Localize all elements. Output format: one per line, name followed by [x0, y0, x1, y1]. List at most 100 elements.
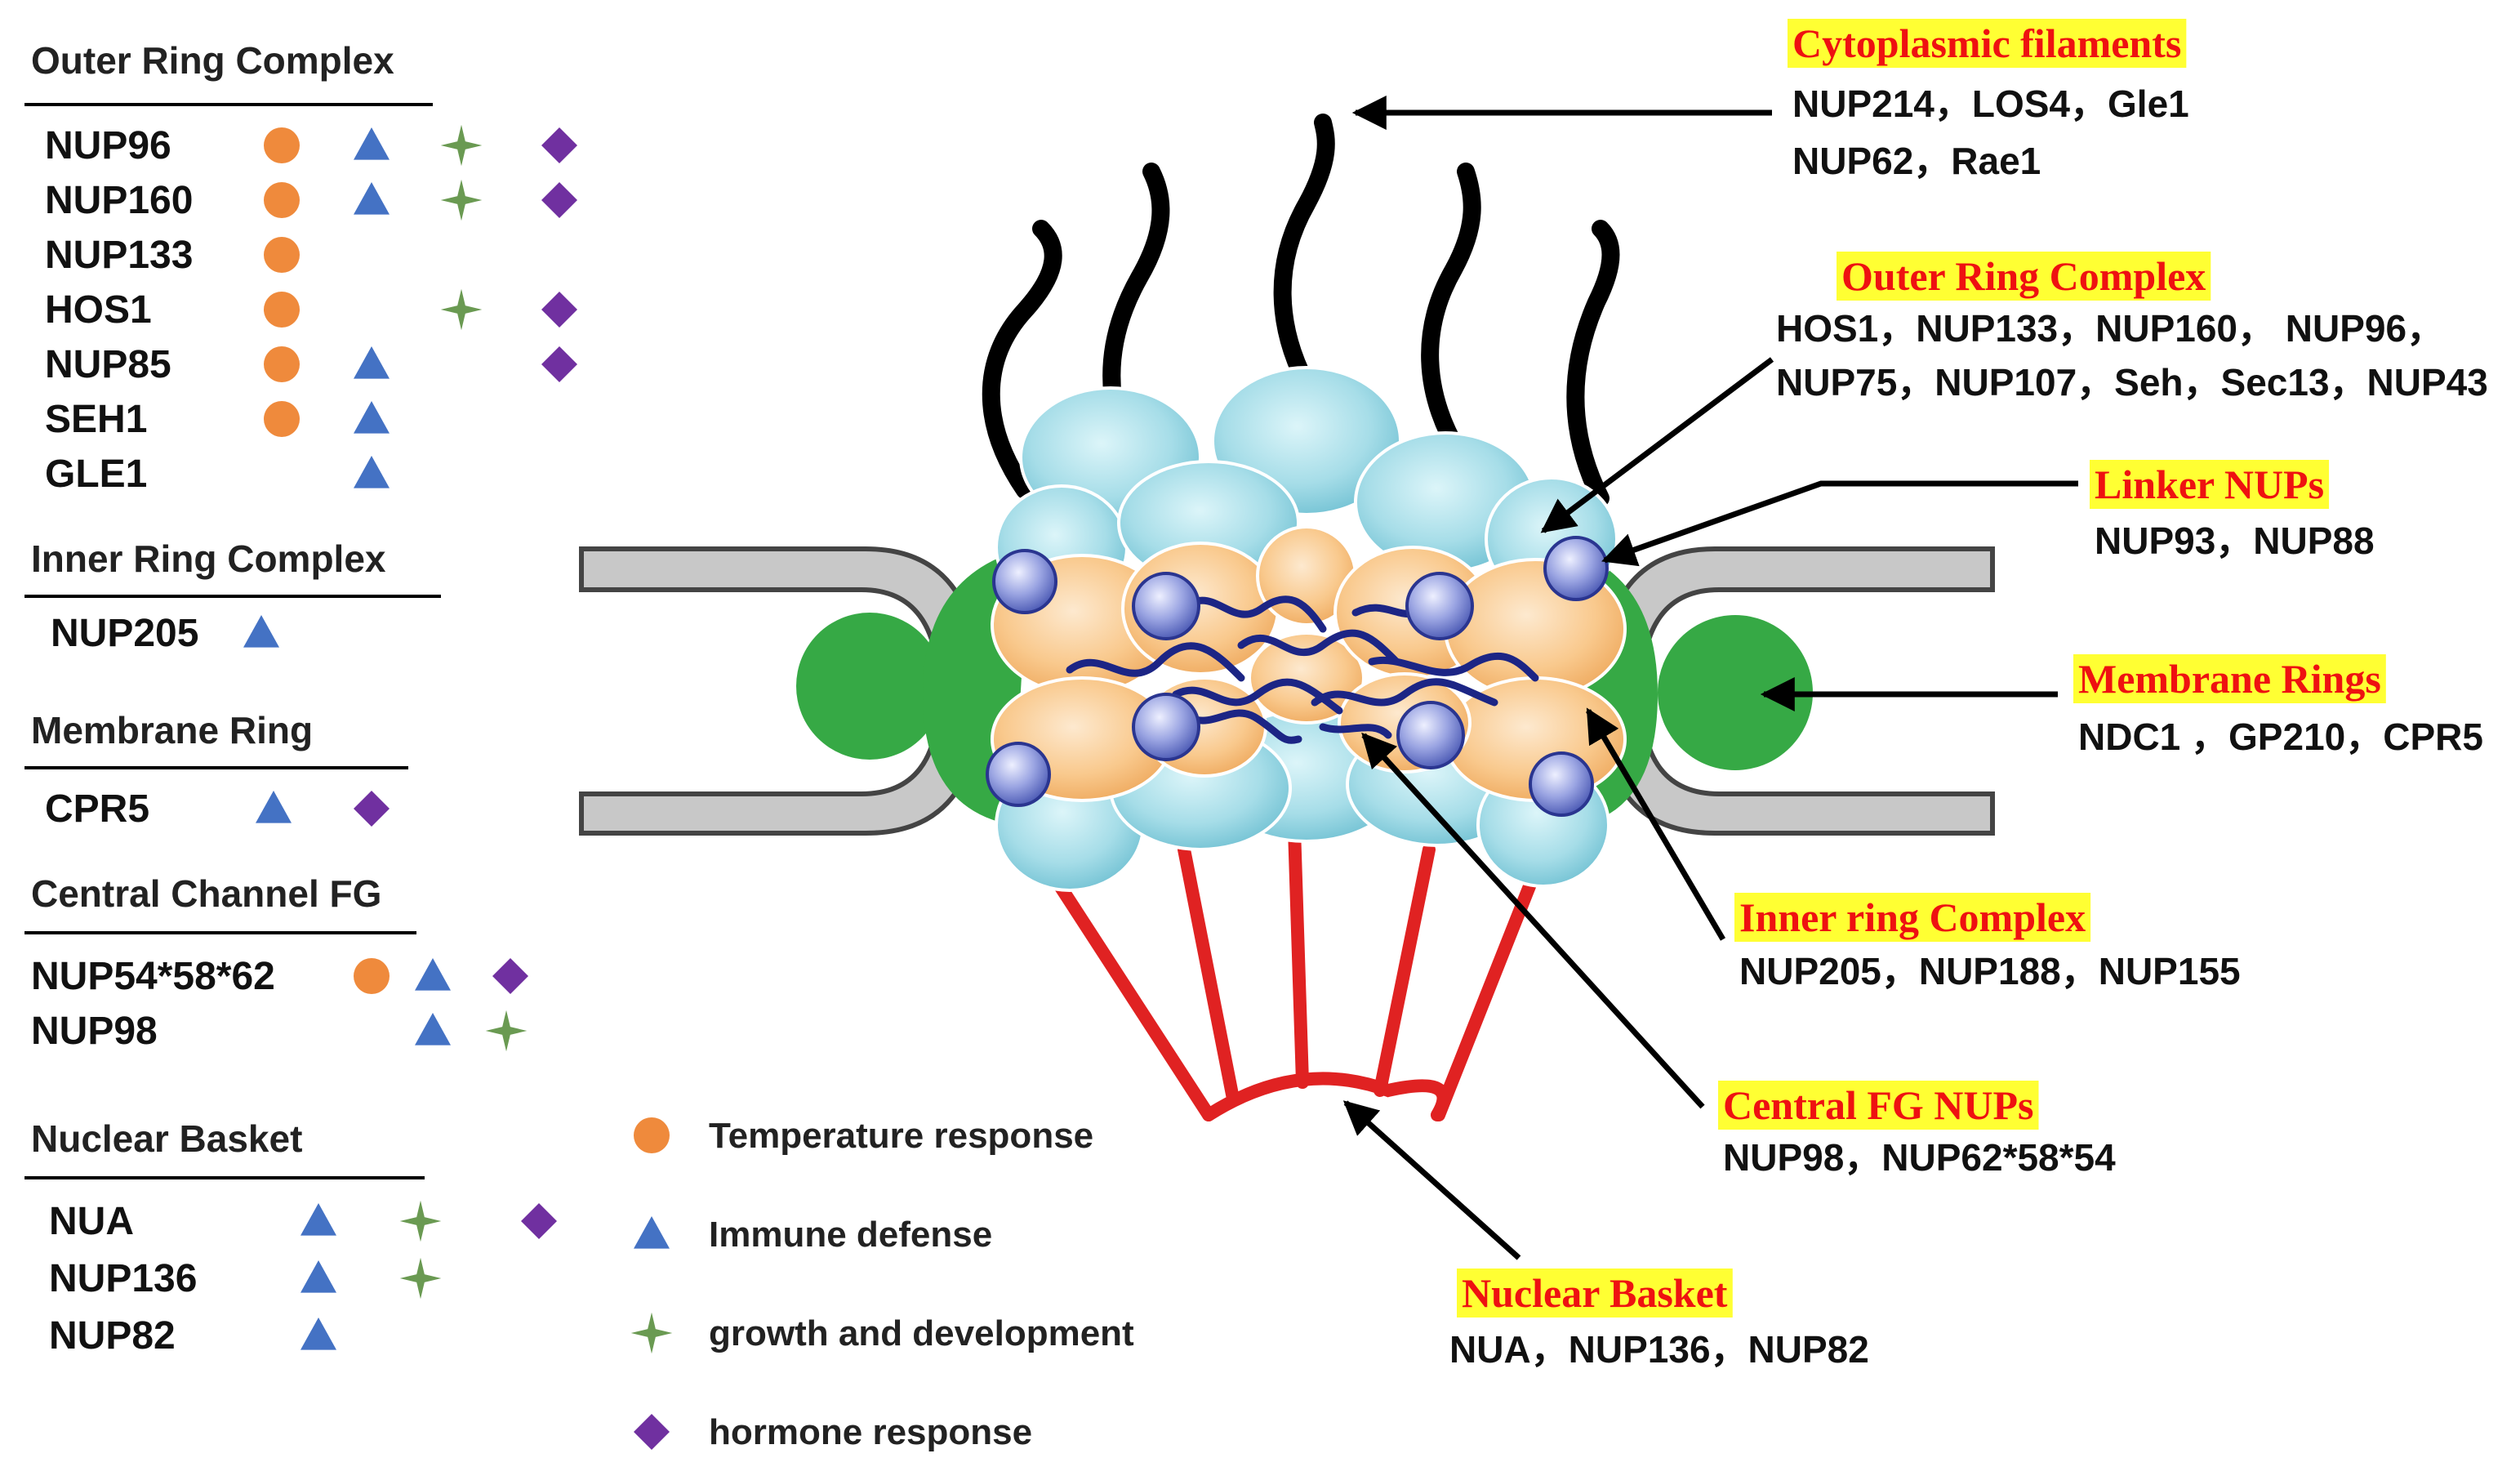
- immune-defense-icon: [301, 1203, 336, 1236]
- legend-item: hormone response: [634, 1412, 1032, 1452]
- annotation-line: NUP98，NUP62*58*54: [1723, 1136, 2116, 1179]
- fg-strand: [1311, 678, 1498, 707]
- annotation-line: HOS1，NUP133，NUP160， NUP96，: [1776, 307, 2444, 350]
- nup-name: CPR5: [45, 787, 149, 831]
- growth-development-icon: [485, 1010, 528, 1052]
- linker-nup: [986, 742, 1051, 807]
- title-highlight: [2073, 654, 2386, 703]
- nup-name: NUP133: [45, 234, 193, 277]
- immune-defense-icon: [415, 1013, 451, 1046]
- basket-ring: [1202, 1072, 1450, 1121]
- immune-defense-icon: [415, 958, 451, 991]
- inner-ring-subunit: [1248, 631, 1365, 725]
- fg-strand: [1188, 709, 1302, 744]
- immune-defense-icon: [301, 1260, 336, 1293]
- hormone-response-icon: [541, 127, 577, 163]
- nup-name: NUP160: [45, 179, 193, 222]
- growth-development-icon: [440, 179, 483, 221]
- growth-development-icon: [399, 1200, 442, 1242]
- nup-name: SEH1: [45, 398, 147, 441]
- arrow-linker-nups: [1601, 480, 2078, 567]
- nup-name: NUP82: [49, 1314, 176, 1358]
- hormone-response-icon: [521, 1203, 557, 1239]
- group-title: Membrane Ring: [31, 709, 313, 751]
- nup-row: NUP205: [51, 612, 279, 655]
- nup-name: GLE1: [45, 453, 147, 496]
- title-highlight: [2090, 460, 2330, 509]
- nup-name: HOS1: [45, 288, 152, 332]
- fg-strand: [1184, 595, 1327, 633]
- hormone-response-icon: [354, 791, 390, 827]
- temperature-response-icon: [264, 237, 300, 273]
- nup-row: CPR5: [45, 787, 390, 831]
- nup-name: NUP205: [51, 612, 198, 655]
- immune-defense-icon: [354, 127, 390, 160]
- temperature-response-icon: [264, 127, 300, 163]
- annotation-line: NUP93，NUP88: [2095, 519, 2375, 562]
- nup-name: NUP98: [31, 1010, 158, 1053]
- nup-row: NUP85: [45, 343, 577, 386]
- basket-strand: [1178, 843, 1240, 1105]
- nup-name: NUP136: [49, 1257, 197, 1300]
- annotation-title: Central FG NUPs: [1723, 1082, 2034, 1128]
- legend-label: Temperature response: [709, 1116, 1093, 1156]
- legend-label: Immune defense: [709, 1215, 992, 1255]
- arrow-inner-ring-complex: [1585, 707, 1726, 941]
- hormone-response-icon: [541, 346, 577, 382]
- annotation-title: Cytoplasmic filaments: [1792, 20, 2181, 66]
- fg-strand: [1368, 652, 1539, 682]
- nup-row: GLE1: [45, 453, 390, 496]
- linker-nup: [1132, 693, 1200, 761]
- immune-defense-icon: [354, 182, 390, 215]
- immune-defense-icon: [354, 456, 390, 488]
- temperature-response-icon: [264, 292, 300, 328]
- nup-row: NUP133: [45, 234, 300, 277]
- group-title: Central Channel FG: [31, 872, 381, 915]
- nup-row: SEH1: [45, 398, 390, 441]
- nup-row: NUP82: [49, 1314, 336, 1358]
- nup-row: NUP54*58*62: [31, 955, 528, 998]
- nup-row: HOS1: [45, 288, 577, 332]
- nup-row: NUP160: [45, 179, 577, 222]
- title-highlight: [1837, 252, 2211, 301]
- annotation: Cytoplasmic filamentsNUP214，LOS4，Gle1NUP…: [1788, 19, 2189, 182]
- title-highlight: [1788, 19, 2187, 68]
- immune-defense-icon: [301, 1318, 336, 1350]
- linker-nup: [992, 549, 1057, 614]
- nup-name: NUP54*58*62: [31, 955, 275, 998]
- nup-group: Outer Ring ComplexNUP96NUP160NUP133HOS1N…: [24, 39, 577, 496]
- temperature-response-icon: [264, 346, 300, 382]
- annotation-title: Inner ring Complex: [1739, 894, 2086, 940]
- annotation-title: Nuclear Basket: [1462, 1270, 1728, 1316]
- basket-strand: [1288, 823, 1309, 1089]
- filament: [982, 220, 1062, 499]
- title-highlight: [1734, 893, 2091, 942]
- annotation-line: NUP62，Rae1: [1792, 140, 2041, 182]
- hormone-response-icon: [634, 1414, 670, 1450]
- nup-name: NUP85: [45, 343, 171, 386]
- growth-development-icon: [440, 124, 483, 167]
- immune-defense-icon: [634, 1216, 670, 1249]
- annotation-line: NDC1 ，GP210，CPR5: [2078, 716, 2483, 758]
- annotation-title: Membrane Rings: [2078, 656, 2381, 702]
- annotation-title: Linker NUPs: [2095, 461, 2324, 507]
- nup-row: NUP96: [45, 124, 577, 167]
- basket-strand: [1432, 876, 1538, 1121]
- nuclear-basket: [1051, 823, 1538, 1121]
- linker-nup: [1132, 572, 1200, 640]
- arrow-outer-ring-complex: [1540, 357, 1774, 533]
- immune-defense-icon: [256, 791, 292, 823]
- growth-development-icon: [399, 1257, 442, 1300]
- immune-defense-icon: [354, 401, 390, 434]
- hormone-response-icon: [541, 292, 577, 328]
- nup-row: NUP136: [49, 1257, 442, 1300]
